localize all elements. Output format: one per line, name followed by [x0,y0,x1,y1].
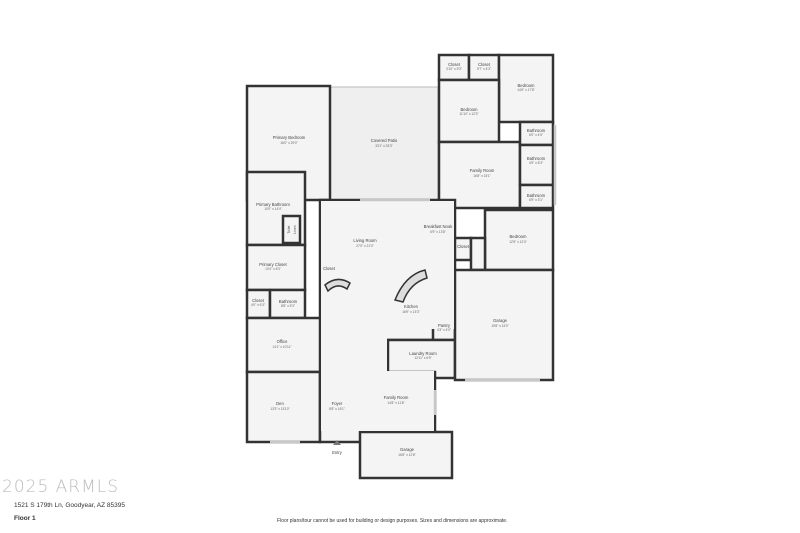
family-room-upper [437,140,522,210]
svg-text:Primary Bathroom: Primary Bathroom [256,202,290,207]
bathroom-room [268,288,307,320]
svg-text:Closet: Closet [478,62,491,67]
svg-text:Bathroom: Bathroom [527,193,546,198]
svg-text:13'3" x 13'10": 13'3" x 13'10" [270,407,289,411]
garage-bottom [358,430,454,480]
svg-text:Breakfast Nook: Breakfast Nook [424,224,454,229]
svg-text:Bathroom: Bathroom [527,156,546,161]
svg-text:Den: Den [276,401,284,406]
bedroom-room [437,78,501,144]
svg-text:16'8" x 12'8": 16'8" x 12'8" [398,453,415,457]
svg-text:Closet: Closet [252,298,265,303]
svg-text:6'0" x 4'5": 6'0" x 4'5" [529,133,543,137]
svg-text:Primary Bedroom: Primary Bedroom [273,135,306,140]
svg-text:Office: Office [277,339,289,344]
svg-text:6'9" x 13'8": 6'9" x 13'8" [430,230,446,234]
floor-label: Floor 1 [14,515,36,522]
svg-text:16'9" x 13'3": 16'9" x 13'3" [402,310,419,314]
svg-text:Covered Patio: Covered Patio [371,138,398,143]
svg-text:4'9" x 8'3": 4'9" x 8'3" [529,161,543,165]
svg-text:11'10" x 12'3": 11'10" x 12'3" [459,112,478,116]
svg-text:8'8" x 5'3": 8'8" x 5'3" [281,304,295,308]
svg-text:3'10" x 5'3": 3'10" x 5'3" [446,67,462,71]
svg-text:Closet: Closet [457,244,470,249]
svg-text:Bedroom: Bedroom [518,83,536,88]
office [245,316,322,374]
svg-text:33'1" x 33'3": 33'1" x 33'3" [375,144,392,148]
closet-room [469,236,487,272]
toilet-label: Toilet [287,225,291,233]
svg-text:4'3" x 4'0": 4'3" x 4'0" [437,328,451,332]
svg-text:14'6" x 17'8": 14'6" x 17'8" [517,88,534,92]
svg-text:Foyer: Foyer [332,401,343,406]
svg-text:Closet: Closet [323,266,336,271]
svg-text:5'7" x 4'3": 5'7" x 4'3" [477,67,491,71]
svg-text:Family Room: Family Room [384,395,409,400]
svg-text:10'0" x 14'4": 10'0" x 14'4" [264,207,281,211]
svg-text:10'4" x 8'3": 10'4" x 8'3" [265,267,281,271]
primary-closet [245,243,307,292]
covered-patio-area [329,86,439,201]
svg-text:4'0" x 6'3": 4'0" x 6'3" [251,303,265,307]
svg-text:16'8" x 15'1": 16'8" x 15'1" [473,174,490,178]
svg-text:14'1" x 10'11": 14'1" x 10'11" [272,345,291,349]
walls [245,53,557,480]
svg-text:12'5" x 12'4": 12'5" x 12'4" [509,240,526,244]
svg-text:19'8" x 24'0": 19'8" x 24'0" [491,324,508,328]
address-label: 1521 S 179th Ln, Goodyear, AZ 85395 [14,502,125,509]
closet-room [453,236,473,262]
svg-text:8'8" x 16'1": 8'8" x 16'1" [329,407,345,411]
svg-text:14'8" x 11'8": 14'8" x 11'8" [387,401,404,405]
toilet-linen-room [281,214,302,245]
svg-text:12'11" x 6'9": 12'11" x 6'9" [414,356,431,360]
bathroom-room [518,183,555,210]
svg-text:Garage: Garage [400,447,415,452]
svg-text:Garage: Garage [493,318,508,323]
svg-text:Entry: Entry [332,450,343,455]
svg-text:Closet: Closet [448,62,461,67]
svg-text:Bedroom: Bedroom [510,234,528,239]
bathroom-room [518,143,555,187]
svg-text:Bedroom: Bedroom [461,107,479,112]
curved-counter [324,278,351,293]
svg-text:Bathroom: Bathroom [279,299,298,304]
svg-text:27'0" x 21'0": 27'0" x 21'0" [356,244,373,248]
svg-text:Laundry Room: Laundry Room [409,351,437,356]
kitchen-island [393,269,428,303]
disclaimer: Floor plans/tour cannot be used for buil… [277,518,508,524]
svg-text:Pantry: Pantry [438,323,451,328]
entry-arrow-icon [333,440,341,445]
svg-text:Primary Closet: Primary Closet [259,262,287,267]
svg-text:Bathroom: Bathroom [527,128,546,133]
svg-text:Kitchen: Kitchen [404,304,419,309]
svg-text:Family Room: Family Room [470,168,495,173]
watermark: 2025 ARMLS [2,477,120,497]
svg-text:6'9" x 3'1": 6'9" x 3'1" [529,198,543,202]
svg-text:16'0" x 29'0": 16'0" x 29'0" [280,141,297,145]
linen-label: Linen [293,225,297,233]
svg-text:Living Room: Living Room [353,238,377,243]
garage-right [453,268,555,382]
